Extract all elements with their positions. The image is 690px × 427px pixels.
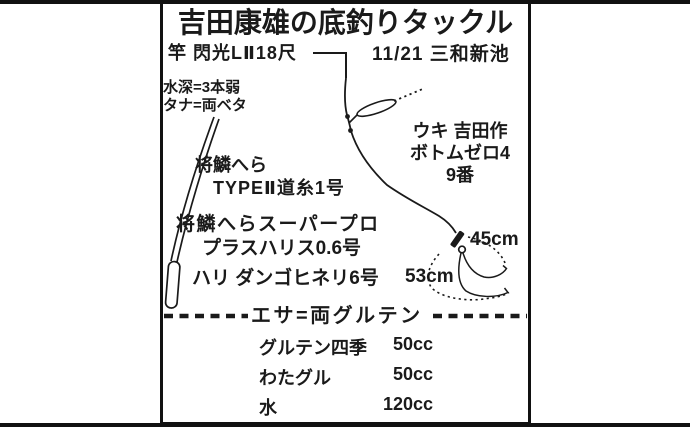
hook-spec-label: ハリ ダンゴヒネリ6号 [192, 268, 379, 289]
hook-line-45cm [462, 252, 508, 279]
float-spec-line2: ボトムゼロ4 [409, 143, 510, 163]
rod-to-line-bracket [313, 52, 347, 78]
bait-row-name: わたグル [259, 368, 331, 388]
bait-row-amount: 50cc [392, 364, 433, 384]
fishing-line-path [344, 77, 457, 234]
rod-spec-label: 竿 閃光LⅡ18尺 [168, 43, 297, 63]
bait-section-heading: エサ=両グルテン [251, 305, 423, 327]
rod-shaft-upper-line [170, 116, 215, 262]
float-body-icon [356, 98, 397, 118]
swivel-ring-icon [457, 245, 467, 254]
bait-row-name: グルテン四季 [259, 338, 367, 358]
hair-length-53cm-label: 53cm [405, 266, 454, 287]
hook-line-53cm [457, 252, 510, 298]
main-line-brand-label: 将鱗へら [195, 155, 267, 175]
main-line-spec-label: TYPEⅡ道糸1号 [213, 178, 345, 198]
bait-row-amount: 120cc [382, 394, 433, 414]
leader-brand-label: 将鱗へらスーパープロ [176, 214, 380, 235]
float-antenna-dotted-line [393, 87, 426, 102]
photo-bottom-edge [0, 423, 690, 427]
float-spec-block: ウキ 吉田作 ボトムゼロ4 9番 [399, 120, 521, 186]
sinker-weight-icon [450, 230, 465, 248]
float-stopper-lower-icon [348, 128, 353, 133]
bait-row-amount: 50cc [392, 334, 433, 354]
bait-row-name: 水 [259, 398, 277, 418]
tana-label: タナ=両ベタ [163, 97, 247, 114]
float-stopper-upper-icon [345, 114, 350, 119]
rod-grip-icon [164, 260, 181, 309]
diagram-title: 吉田康雄の底釣りタックル [177, 7, 514, 38]
hair-length-45cm-label: 45cm [470, 229, 519, 250]
rod-shaft-lower-line [176, 118, 220, 263]
leader-spec-label: プラスハリス0.6号 [202, 238, 362, 259]
rod-illustration [164, 116, 220, 309]
float-spec-line1: ウキ 吉田作 [412, 121, 508, 141]
float-spec-line3: 9番 [445, 165, 474, 185]
water-depth-label: 水深=3本弱 [163, 79, 241, 96]
date-location-label: 11/21 三和新池 [372, 44, 510, 65]
